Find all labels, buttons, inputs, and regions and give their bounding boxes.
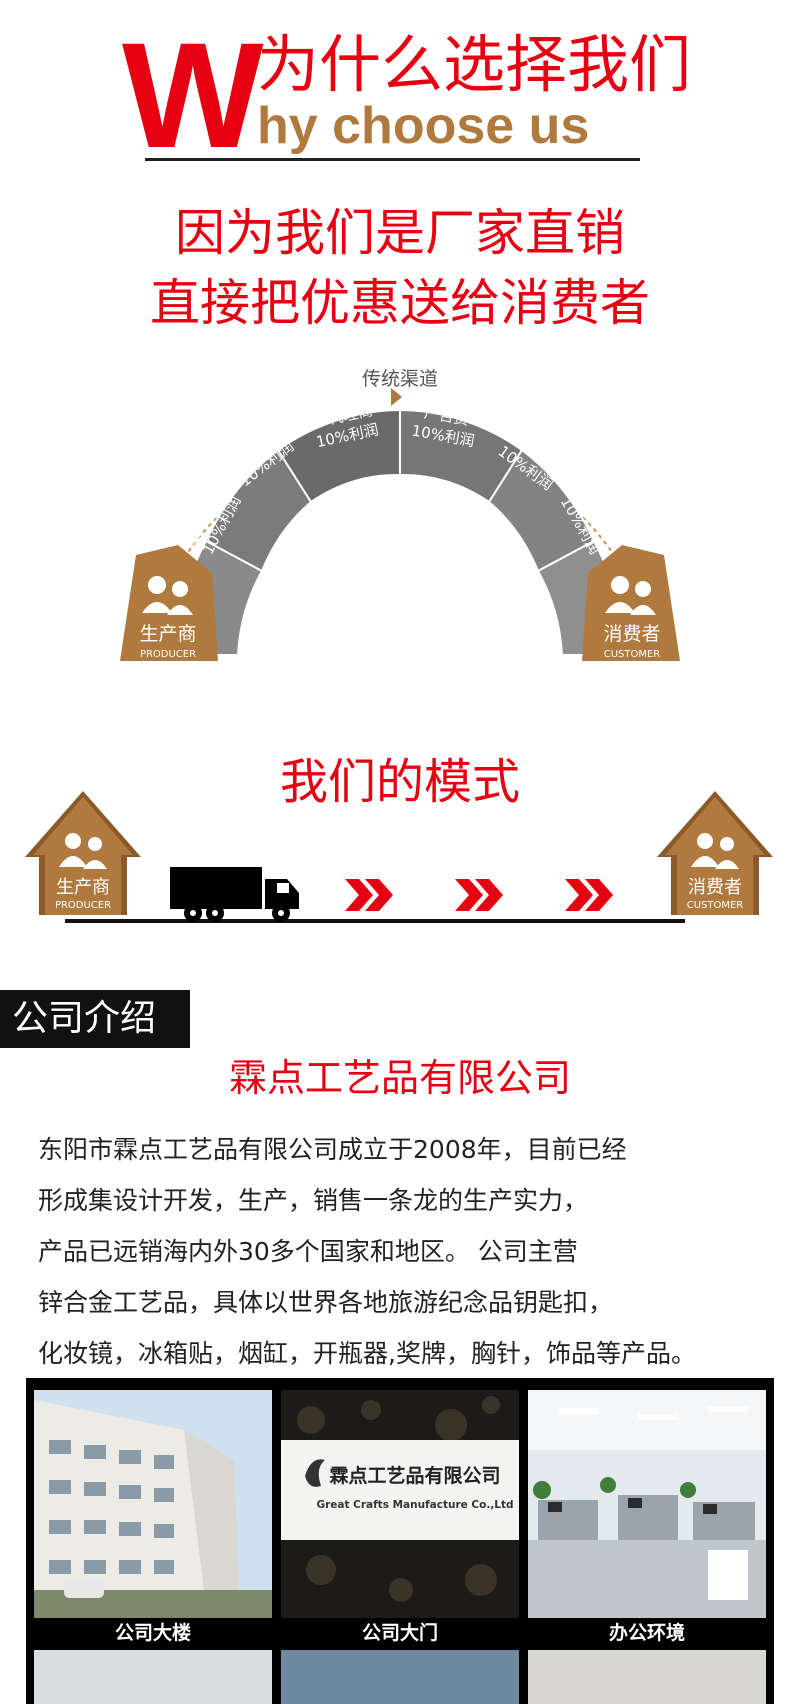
page-title-cn: 为什么选择我们 bbox=[257, 28, 692, 101]
people-icon bbox=[605, 576, 656, 615]
producer-badge: 生产商 PRODUCER bbox=[120, 545, 218, 661]
office-photo bbox=[528, 1390, 766, 1618]
description-line: 化妆镜，冰箱贴，烟缸，开瓶器,奖牌，胸针，饰品等产品。 bbox=[38, 1339, 696, 1368]
company-name: 霖点工艺品有限公司 bbox=[228, 1056, 571, 1100]
photo-caption: 公司大楼 bbox=[114, 1622, 191, 1644]
photo-caption: 办公环境 bbox=[608, 1622, 685, 1644]
company-description: 东阳市霖点工艺品有限公司成立于2008年，目前已经 形成集设计开发，生产，销售一… bbox=[38, 1124, 798, 1379]
producer-label-cn: 生产商 bbox=[139, 623, 196, 645]
photo-gallery: 公司大楼 霖点工艺品有限公司 Great Crafts Manufacture … bbox=[26, 1378, 774, 1704]
company-logo-icon bbox=[305, 1459, 325, 1487]
page-title-en: hy choose us bbox=[257, 97, 590, 155]
description-line: 锌合金工艺品，具体以世界各地旅游纪念品钥匙扣， bbox=[38, 1288, 614, 1317]
description-line: 东阳市霖点工艺品有限公司成立于2008年，目前已经 bbox=[38, 1135, 627, 1164]
mode-producer-cn: 生产商 bbox=[56, 877, 110, 898]
customer-label-cn: 消费者 bbox=[603, 623, 660, 645]
producer-label-en: PRODUCER bbox=[140, 649, 196, 660]
traditional-channel-diagram: 传统渠道 总批发商 10%利润 省代理商 10%利润 市代理商 10%利润 广告… bbox=[120, 368, 680, 661]
company-gate-photo: 霖点工艺品有限公司 Great Crafts Manufacture Co.,L… bbox=[281, 1390, 519, 1618]
people-icon bbox=[142, 576, 193, 615]
description-line: 形成集设计开发，生产，销售一条龙的生产实力， bbox=[38, 1186, 589, 1215]
gallery-photo-partial bbox=[528, 1650, 766, 1704]
customer-label-en: CUSTOMER bbox=[604, 649, 661, 660]
mode-customer-cn: 消费者 bbox=[688, 877, 742, 898]
producer-house-icon: 生产商 PRODUCER bbox=[25, 791, 141, 915]
direct-mode-diagram: 生产商 PRODUCER 消费者 CUSTOMER bbox=[25, 791, 773, 923]
mode-customer-en: CUSTOMER bbox=[687, 900, 744, 911]
big-w-letter: W bbox=[122, 11, 264, 179]
description-line: 产品已远销海内外30多个国家和地区。 公司主营 bbox=[38, 1237, 578, 1266]
mode-producer-en: PRODUCER bbox=[55, 900, 111, 911]
slogan-line-1: 因为我们是厂家直销 bbox=[175, 204, 625, 262]
forward-arrows-icon bbox=[345, 879, 613, 911]
gallery-photo-partial bbox=[34, 1650, 272, 1704]
customer-house-icon: 消费者 CUSTOMER bbox=[657, 791, 773, 915]
gallery-photo-partial bbox=[281, 1650, 519, 1704]
customer-badge: 消费者 CUSTOMER bbox=[582, 545, 680, 661]
mode-title: 我们的模式 bbox=[279, 754, 520, 810]
section-title-company: 公司介绍 bbox=[0, 990, 190, 1048]
photo-caption: 公司大门 bbox=[361, 1622, 438, 1644]
truck-icon bbox=[170, 867, 299, 922]
gate-sign-en: Great Crafts Manufacture Co.,Ltd bbox=[316, 1499, 513, 1511]
arch-top-label: 传统渠道 bbox=[362, 368, 438, 390]
company-building-photo bbox=[34, 1390, 272, 1618]
gate-sign-cn: 霖点工艺品有限公司 bbox=[329, 1464, 500, 1487]
slogan-line-2: 直接把优惠送给消费者 bbox=[150, 274, 650, 332]
title-divider bbox=[145, 158, 640, 161]
